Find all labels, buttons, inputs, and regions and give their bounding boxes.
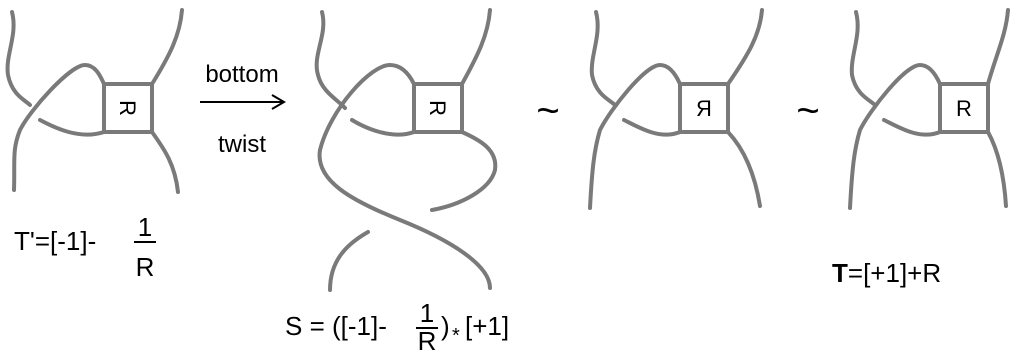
strand-br <box>726 130 762 208</box>
tangle-mirror: Я <box>588 8 764 210</box>
formula-tail: [+1] <box>465 311 509 341</box>
strand-loop-inner <box>350 118 416 137</box>
fraction-denominator: R <box>418 326 437 352</box>
strand-loop-bottom <box>38 118 106 137</box>
equivalence-2: ~ <box>796 89 819 133</box>
twist-arrow: bottom twist <box>200 61 286 158</box>
formula-bold-t: T <box>832 258 848 288</box>
strand-tl <box>849 10 877 107</box>
strand-tr <box>726 8 764 86</box>
fraction-numerator: 1 <box>420 298 434 328</box>
box-label: R <box>115 100 140 116</box>
strand-tl <box>5 10 32 107</box>
star-operator: * <box>452 325 460 347</box>
strand-tl <box>314 10 347 110</box>
close-paren: ) <box>441 311 450 341</box>
formula-t: T=[+1]+R <box>832 258 941 288</box>
fraction-denominator: R <box>136 252 155 282</box>
formula-rest: =[+1]+R <box>848 258 941 288</box>
strand-loop-bottom <box>622 118 682 137</box>
tangle-box <box>678 82 730 134</box>
formula-t-prime: T'=[-1]- 1 R <box>14 212 156 282</box>
strand-tr <box>460 8 492 86</box>
box-label: R <box>956 96 972 121</box>
formula-t-text: T=[+1]+R <box>832 258 941 288</box>
strand-bl-to-box <box>588 63 682 210</box>
arrow-label-top: bottom <box>205 61 278 88</box>
strand-loop-bottom <box>882 118 942 137</box>
tangle-t-prime: R <box>5 8 184 194</box>
arrow-head <box>271 94 286 110</box>
equivalence-1: ~ <box>536 89 559 133</box>
strand-tr <box>986 8 1010 86</box>
strand-tl <box>589 10 617 107</box>
box-label: R <box>425 100 450 116</box>
box-label: Я <box>696 96 712 121</box>
strand-bl-to-box <box>12 63 106 192</box>
strand-right-twist-lower <box>328 230 370 292</box>
tangle-box <box>102 82 154 134</box>
formula-prefix: S = ([-1]- <box>285 311 387 341</box>
formula-prefix: T'=[-1]- <box>14 226 96 256</box>
tangle-box <box>412 82 464 134</box>
strand-br <box>986 130 1008 208</box>
tangle-t: R <box>848 8 1010 210</box>
strand-tr <box>150 8 184 86</box>
strand-br <box>150 130 180 194</box>
strand-left-twist <box>317 63 492 290</box>
arrow-label-bottom: twist <box>218 131 266 158</box>
tangle-box <box>938 82 990 134</box>
fraction-numerator: 1 <box>138 212 152 242</box>
tangle-s: R <box>314 8 498 292</box>
strand-bl-to-box <box>848 63 942 210</box>
formula-s: S = ([-1]- 1 R ) * [+1] <box>285 298 509 352</box>
strand-right-twist-upper <box>430 130 498 212</box>
